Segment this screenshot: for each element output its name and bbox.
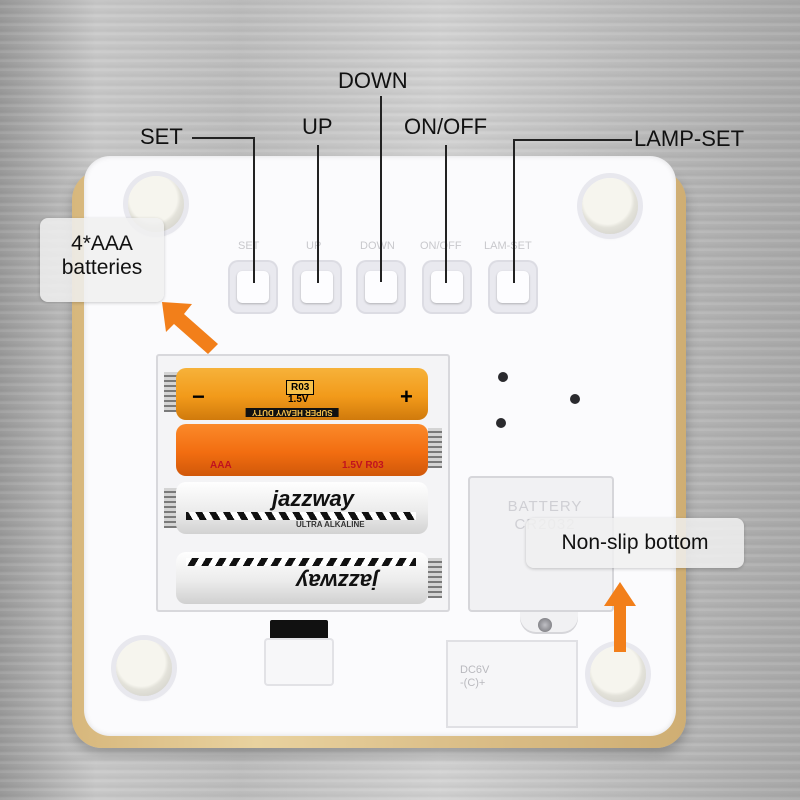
speaker-hole (570, 394, 580, 404)
label-set: SET (140, 124, 183, 149)
battery-3-stripe (186, 512, 416, 520)
spring-icon (164, 488, 178, 528)
usb-port (270, 620, 328, 640)
leader-line-set (192, 137, 254, 139)
non-slip-foot-top-right (582, 178, 638, 234)
aaa-battery-compartment: R03 1.5V SUPER HEAVY DUTY − + AAA 1.5V R… (156, 354, 450, 612)
caption-set: SET (238, 240, 260, 252)
speaker-hole (496, 418, 506, 428)
minus-sign-icon: − (192, 384, 205, 409)
battery-1-voltage: 1.5V (288, 394, 309, 405)
caption-on-off: ON/OFF (420, 240, 462, 252)
spring-icon (164, 372, 178, 412)
leader-line-on-off (445, 145, 447, 283)
battery-3-brand: jazzway (272, 486, 354, 511)
speaker-hole (498, 372, 508, 382)
orange-arrow-icon (162, 302, 218, 354)
battery-2: AAA 1.5V R03 (176, 424, 428, 476)
non-slip-foot-bottom-left (116, 640, 172, 696)
usb-port-surround (266, 640, 332, 684)
battery-3: jazzway ULTRA ALKALINE (176, 482, 428, 534)
leader-line-lamp-set (513, 139, 515, 283)
battery-4: jazzway (176, 552, 428, 604)
batteries-callout-line-1: 4*AAA (71, 232, 133, 255)
leader-line-set (253, 137, 255, 283)
non-slip-foot-bottom-right (590, 646, 646, 702)
battery-1: R03 1.5V SUPER HEAVY DUTY − + (176, 368, 428, 420)
orange-arrow-up-icon (604, 582, 636, 652)
battery-4-brand: jazzway (296, 569, 378, 594)
battery-2-voltage: 1.5V R03 (342, 460, 384, 471)
screw-icon (538, 618, 552, 632)
dc-power-plate (446, 640, 578, 728)
caption-lamp-set: LAM-SET (484, 240, 532, 252)
coin-door-line-1: BATTERY (507, 498, 583, 515)
dc-label-line-2: -(C)+ (460, 677, 486, 689)
up-key[interactable] (294, 262, 340, 312)
batteries-callout-line-2: batteries (61, 256, 143, 279)
on-off-key[interactable] (424, 262, 470, 312)
battery-2-type: AAA (210, 460, 232, 471)
battery-3-sub: ULTRA ALKALINE (296, 520, 365, 529)
battery-1-type: R03 (286, 380, 315, 395)
battery-4-stripe (186, 558, 416, 566)
leader-line-down (380, 96, 382, 282)
dc-label-line-1: DC6V (460, 664, 490, 676)
non-slip-callout-text: Non-slip bottom (561, 531, 709, 554)
caption-down: DOWN (360, 240, 395, 252)
leader-line-lamp-set (514, 139, 632, 141)
on-off-key-cap[interactable] (431, 271, 463, 303)
dc-label: DC6V -(C)+ (460, 664, 500, 690)
label-lamp-set: LAMP-SET (634, 126, 745, 151)
label-up: UP (302, 114, 333, 139)
leader-line-up (317, 145, 319, 283)
plus-sign-icon: + (400, 384, 413, 409)
label-on-off: ON/OFF (404, 114, 488, 139)
non-slip-callout-box: Non-slip bottom (526, 518, 744, 568)
batteries-callout-box: 4*AAA batteries (40, 218, 164, 302)
spring-icon (428, 558, 442, 598)
label-down: DOWN (338, 68, 408, 93)
spring-icon (428, 428, 442, 468)
battery-1-brand: SUPER HEAVY DUTY (246, 408, 339, 417)
